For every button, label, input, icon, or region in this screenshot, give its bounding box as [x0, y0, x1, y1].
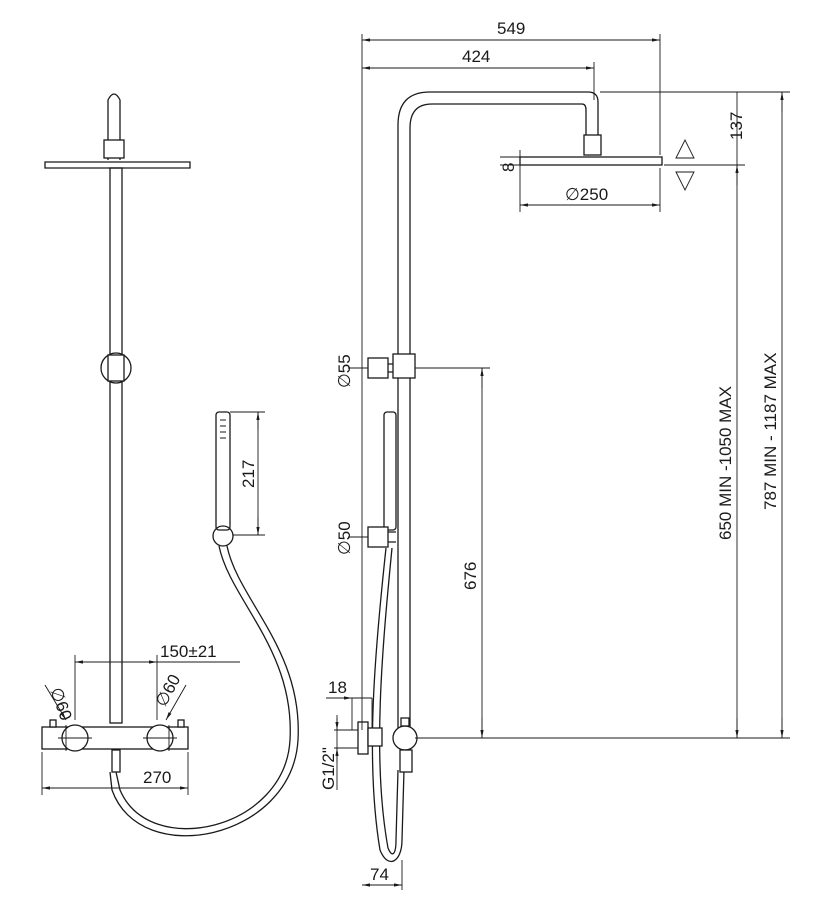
dim-total-height-range: 787 MIN - 1187 MAX — [761, 353, 780, 510]
hand-shower-side — [383, 411, 397, 531]
dim-thread: G1/2" — [319, 747, 338, 790]
head-joint-side — [583, 134, 602, 156]
hose-side — [371, 547, 405, 863]
dim-head-thickness: 8 — [499, 163, 518, 172]
hose-front — [115, 545, 291, 830]
shower-head-side — [519, 156, 663, 166]
hand-shower-holder — [212, 525, 234, 547]
arrow-down-icon — [675, 171, 695, 192]
dim-holder-diameter: ∅50 — [335, 521, 354, 555]
slide-bracket-side — [392, 353, 416, 379]
side-view: 549 424 ∅250 8 137 650 MIN -1050 MAX 787… — [319, 19, 790, 890]
dim-bracket-diameter: ∅55 — [335, 354, 354, 388]
hose-outlet — [111, 749, 121, 773]
riser-pole-front — [109, 167, 123, 724]
dim-head-height-range: 650 MIN -1050 MAX — [716, 386, 735, 540]
slide-bracket-front — [100, 352, 132, 384]
dim-total-width: 549 — [497, 19, 525, 38]
head-riser — [107, 93, 121, 160]
dim-bracket-to-valve: 676 — [461, 562, 480, 590]
dim-head-diameter: ∅250 — [565, 185, 608, 204]
wall-connector — [357, 721, 369, 755]
slide-bracket-body — [107, 354, 125, 382]
dim-wall-offset: 74 — [370, 865, 389, 884]
bracket-wall-mount — [367, 357, 389, 379]
holder-wall-mount — [367, 526, 389, 548]
dim-arm-reach: 424 — [462, 47, 490, 66]
front-view: 150±21 ∅60 ∅60 270 217 — [41, 93, 299, 837]
head-joint — [103, 139, 125, 159]
hand-shower-front — [215, 411, 231, 531]
riser-pole-side — [397, 91, 599, 740]
dim-valve-width: 270 — [143, 768, 171, 787]
shower-head-front — [44, 161, 191, 169]
dim-connector-depth: 18 — [328, 678, 347, 697]
dim-center-distance: 150±21 — [160, 642, 217, 661]
arrow-up-icon — [675, 138, 695, 159]
dim-left-knob: ∅60 — [46, 685, 75, 723]
valve-side — [392, 725, 418, 751]
dim-handshower-length: 217 — [239, 460, 258, 488]
dim-head-height: 137 — [727, 112, 746, 140]
